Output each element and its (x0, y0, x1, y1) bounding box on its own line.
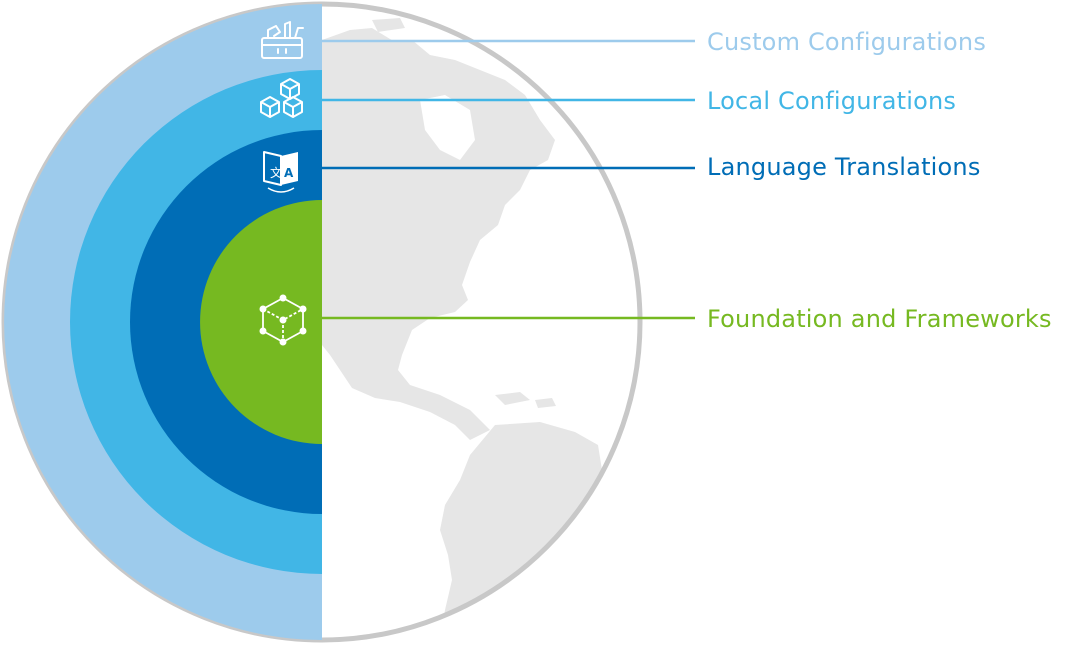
hudson-bay-shape (420, 95, 475, 160)
layer-rings (4, 4, 323, 640)
framework-cube-icon (259, 294, 307, 346)
label-custom-configurations: Custom Configurations (707, 28, 986, 56)
globe-landmass (322, 18, 602, 640)
caribbean-island-shape (535, 398, 556, 408)
label-foundation-frameworks: Foundation and Frameworks (707, 305, 1052, 333)
translate-icon: 文 A (263, 151, 298, 193)
label-language-translations: Language Translations (707, 153, 981, 181)
south-america-shape (440, 422, 602, 640)
connector-lines (322, 39, 695, 320)
svg-text:文: 文 (270, 165, 282, 180)
caribbean-island-shape (495, 392, 530, 405)
svg-text:A: A (284, 166, 294, 180)
layer-ring-foundation (200, 200, 322, 444)
arctic-island-shape (372, 18, 405, 32)
north-america-shape (322, 28, 555, 440)
label-local-configurations: Local Configurations (707, 87, 956, 115)
toolbox-icon (261, 21, 304, 59)
cubes-icon (260, 78, 303, 118)
